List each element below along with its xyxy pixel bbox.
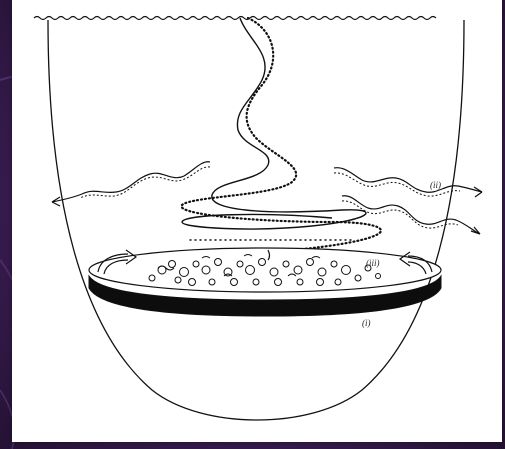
disc-top-surface <box>89 248 441 292</box>
right-emission-wave-upper <box>334 168 482 197</box>
helix-dotted-strand <box>181 18 381 262</box>
label-iii: (iii) <box>366 258 380 268</box>
label-i: (i) <box>362 318 371 328</box>
diagram-panel: (ii) (iii) (i) <box>12 0 502 442</box>
label-ii: (ii) <box>430 180 441 190</box>
vessel-diagram: (ii) (iii) (i) <box>12 0 502 442</box>
right-emission-wave-lower <box>342 196 480 234</box>
left-emission-wave <box>52 162 210 206</box>
water-surface-line <box>34 17 436 20</box>
